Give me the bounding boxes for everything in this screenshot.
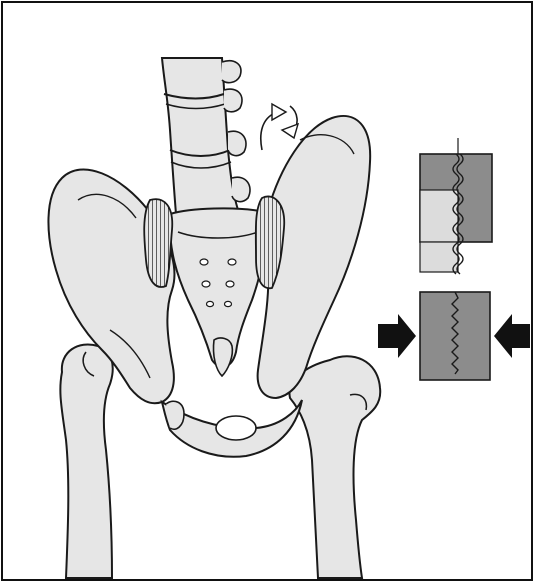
right-femur [60, 344, 112, 578]
right-sacroiliac-joint [144, 199, 172, 287]
inset-compressed-joint [420, 292, 490, 380]
